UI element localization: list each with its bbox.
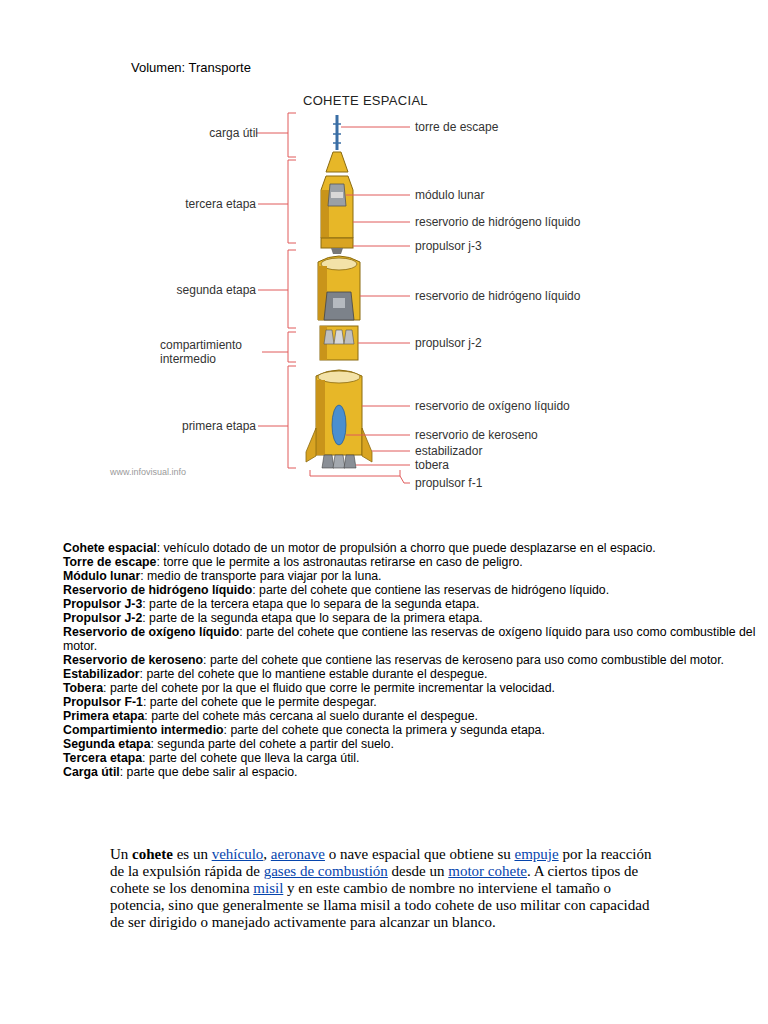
definition-row: Módulo lunar: medio de transporte para v… bbox=[63, 569, 768, 583]
part-label: tercera etapa bbox=[185, 197, 256, 211]
definition-text: : parte del cohete que lleva la carga út… bbox=[142, 751, 359, 765]
definition-text: : torre que le permite a los astronautas… bbox=[156, 555, 522, 569]
definition-row: Propulsor F-1: parte del cohete que le p… bbox=[63, 695, 768, 709]
definition-term: Reservorio de keroseno bbox=[63, 653, 203, 667]
part-label: compartimiento intermedio bbox=[160, 338, 260, 366]
part-label: carga útil bbox=[209, 126, 258, 140]
part-label: primera etapa bbox=[182, 419, 256, 433]
part-label: reservorio de keroseno bbox=[415, 428, 538, 442]
definition-term: Estabilizador bbox=[63, 667, 140, 681]
definition-row: Primera etapa: parte del cohete más cerc… bbox=[63, 709, 768, 723]
part-label: propulsor j-2 bbox=[415, 336, 482, 350]
paragraph-text: cohete bbox=[132, 846, 173, 862]
definition-row: Carga útil: parte que debe salir al espa… bbox=[63, 765, 768, 779]
part-label: propulsor j-3 bbox=[415, 239, 482, 253]
part-label: propulsor f-1 bbox=[415, 476, 482, 490]
watermark: www.infovisual.info bbox=[110, 465, 186, 479]
link-text: misil bbox=[253, 880, 283, 896]
part-label: torre de escape bbox=[415, 120, 498, 134]
definition-term: Módulo lunar bbox=[63, 569, 140, 583]
definition-term: Segunda etapa bbox=[63, 737, 150, 751]
definition-text: : parte de la tercera etapa que lo separ… bbox=[142, 597, 479, 611]
definition-text: : parte del cohete que contiene las rese… bbox=[252, 583, 609, 597]
link-text: empuje bbox=[514, 846, 558, 862]
definition-text: : parte del cohete que conecta la primer… bbox=[224, 723, 545, 737]
definition-term: Propulsor J-3 bbox=[63, 597, 142, 611]
definition-term: Primera etapa bbox=[63, 709, 144, 723]
definition-row: Estabilizador: parte del cohete que lo m… bbox=[63, 667, 768, 681]
definition-text: : parte que debe salir al espacio. bbox=[120, 765, 298, 779]
definition-term: Tobera bbox=[63, 681, 103, 695]
paragraph-text: o nave espacial que obtiene su bbox=[329, 846, 511, 862]
definition-text: : parte del cohete que contiene las rese… bbox=[203, 653, 724, 667]
definition-row: Cohete espacial: vehículo dotado de un m… bbox=[63, 541, 768, 555]
paragraph-text: desde un bbox=[392, 863, 445, 879]
definition-row: Propulsor J-3: parte de la tercera etapa… bbox=[63, 597, 768, 611]
definition-row: Reservorio de hidrógeno líquido: parte d… bbox=[63, 583, 768, 597]
definition-text: : segunda parte del cohete a partir del … bbox=[150, 737, 393, 751]
definition-row: Segunda etapa: segunda parte del cohete … bbox=[63, 737, 768, 751]
diagram-title: COHETE ESPACIAL bbox=[303, 94, 428, 108]
definition-row: Propulsor J-2: parte de la segunda etapa… bbox=[63, 611, 768, 625]
part-label: reservorio de hidrógeno líquido bbox=[415, 215, 580, 229]
definition-text: : parte del cohete que lo mantiene estab… bbox=[140, 667, 488, 681]
definition-term: Propulsor J-2 bbox=[63, 611, 142, 625]
definition-term: Tercera etapa bbox=[63, 751, 142, 765]
definition-row: Torre de escape: torre que le permite a … bbox=[63, 555, 768, 569]
definition-row: Reservorio de keroseno: parte del cohete… bbox=[63, 653, 768, 667]
link-text: aeronave bbox=[271, 846, 325, 862]
definition-text: : medio de transporte para viajar por la… bbox=[140, 569, 381, 583]
link-text: motor cohete bbox=[448, 863, 527, 879]
link-text: vehículo bbox=[212, 846, 264, 862]
part-label: estabilizador bbox=[415, 444, 482, 458]
definition-row: Tercera etapa: parte del cohete que llev… bbox=[63, 751, 768, 765]
definition-term: Reservorio de oxígeno líquido bbox=[63, 625, 239, 639]
part-label: segunda etapa bbox=[177, 283, 256, 297]
definition-text: : parte del cohete que le permite despeg… bbox=[143, 695, 377, 709]
definition-term: Reservorio de hidrógeno líquido bbox=[63, 583, 252, 597]
paragraph: Un cohete es un vehículo, aeronave o nav… bbox=[110, 846, 658, 931]
definition-text: : parte del cohete más cercana al suelo … bbox=[144, 709, 478, 723]
definition-row: Tobera: parte del cohete por la que el f… bbox=[63, 681, 768, 695]
part-label: reservorio de hidrógeno líquido bbox=[415, 289, 580, 303]
part-label: módulo lunar bbox=[415, 188, 484, 202]
definition-row: Compartimiento intermedio: parte del coh… bbox=[63, 723, 768, 737]
definition-term: Torre de escape bbox=[63, 555, 156, 569]
link-text: gases de combustión bbox=[264, 863, 388, 879]
definition-text: : vehículo dotado de un motor de propuls… bbox=[157, 541, 656, 555]
volume-header: Volumen: Transporte bbox=[131, 61, 251, 75]
paragraph-text: , bbox=[263, 846, 267, 862]
definition-term: Compartimiento intermedio bbox=[63, 723, 224, 737]
paragraph-text: Un bbox=[110, 846, 128, 862]
definition-term: Cohete espacial bbox=[63, 541, 157, 555]
part-label: tobera bbox=[415, 458, 449, 472]
part-label: reservorio de oxígeno líquido bbox=[415, 399, 570, 413]
definition-term: Propulsor F-1 bbox=[63, 695, 143, 709]
definition-term: Carga útil bbox=[63, 765, 120, 779]
definitions: Cohete espacial: vehículo dotado de un m… bbox=[63, 541, 768, 779]
paragraph-text: es un bbox=[177, 846, 208, 862]
definition-row: Reservorio de oxígeno líquido: parte del… bbox=[63, 625, 768, 653]
definition-text: : parte del cohete por la que el fluido … bbox=[103, 681, 555, 695]
definition-text: : parte de la segunda etapa que lo separ… bbox=[142, 611, 482, 625]
